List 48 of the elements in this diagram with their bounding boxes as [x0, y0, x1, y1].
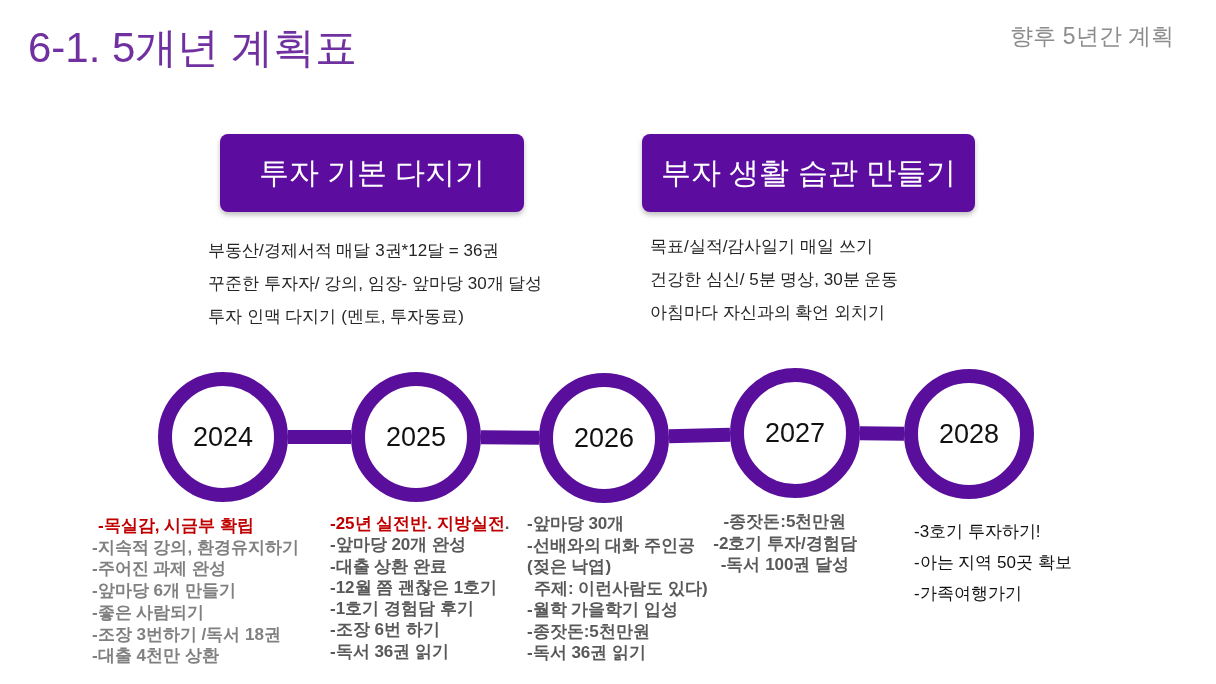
connector-line: [288, 430, 351, 444]
plan-text: -앞마당 30개: [527, 513, 625, 535]
plan-text: -25년 실전반. 지방실전.: [330, 513, 510, 535]
year-label: 2024: [192, 421, 254, 453]
plan-text: -12월 쯤 괜찮은 1호기: [330, 576, 498, 599]
plan-text: -대출 4천만 상환: [92, 645, 219, 667]
header-note: 향후 5년간 계획: [1010, 22, 1174, 51]
plan-text: -독서 36권 읽기: [527, 642, 647, 664]
connector-line: [859, 426, 905, 441]
plan-text: 건강한 심신/ 5분 명상, 30분 운동: [650, 269, 899, 291]
plan-text: -독서 36권 읽기: [330, 640, 450, 663]
plan-text: -지속적 강의, 환경유지하기: [92, 536, 299, 559]
plan-text: -조장 3번하기 /독서 18권: [92, 623, 281, 646]
plan-text: -독서 100권 달성: [720, 554, 850, 576]
plan-text: -2호기 투자/경험담: [713, 532, 857, 554]
plan-text: -앞마당 6개 만들기: [92, 580, 236, 602]
plan-text: -가족여행가기: [914, 583, 1022, 605]
plan-text: 투자 인맥 다지기 (멘토, 투자동료): [208, 306, 464, 328]
plan-text: -목실감, 시금부 확립: [98, 515, 254, 537]
connector-line: [480, 430, 540, 445]
plan-text: -주어진 과제 완성: [92, 558, 227, 581]
plan-text: 꾸준한 투자자/ 강의, 임장- 앞마당 30개 달성: [208, 273, 543, 295]
plan-text: -종잣돈:5천만원: [723, 511, 847, 533]
plan-text: 아침마다 자신과의 확언 외치기: [650, 302, 886, 324]
plan-text: -대출 상환 완료: [330, 555, 448, 577]
plan-text: -좋은 사람되기: [92, 601, 205, 624]
heading-box: [642, 134, 975, 212]
plan-text: -앞마당 20개 완성: [330, 534, 467, 556]
plan-text: 주제: 이런사람도 있다): [534, 577, 708, 599]
plan-text: -3호기 투자하기!: [914, 521, 1041, 543]
plan-text: -1호기 경험담 후기: [330, 598, 474, 620]
year-label: 2025: [385, 421, 447, 453]
heading-box: [220, 134, 524, 212]
heading-text: 부자 생활 습관 만들기: [661, 155, 956, 191]
plan-text: -조장 6번 하기: [330, 619, 440, 641]
heading-text: 투자 기본 다지기: [258, 155, 486, 191]
plan-text: 목표/실적/감사일기 매일 쓰기: [650, 236, 873, 258]
plan-text: -종잣돈:5천만원: [527, 620, 650, 642]
plan-text: -아는 지역 50곳 확보: [914, 552, 1072, 574]
year-label: 2028: [938, 418, 1000, 450]
year-label: 2026: [573, 422, 635, 454]
page-title: 6-1. 5개년 계획표: [28, 23, 358, 73]
plan-text: (젖은 낙엽): [527, 556, 612, 578]
connector-line: [668, 427, 731, 444]
year-label: 2027: [764, 417, 826, 449]
plan-text: -월학 가을학기 입성: [527, 599, 679, 621]
plan-text: -선배와의 대화 주인공: [527, 534, 696, 556]
plan-text: 부동산/경제서적 매달 3권*12달 = 36권: [208, 240, 500, 262]
